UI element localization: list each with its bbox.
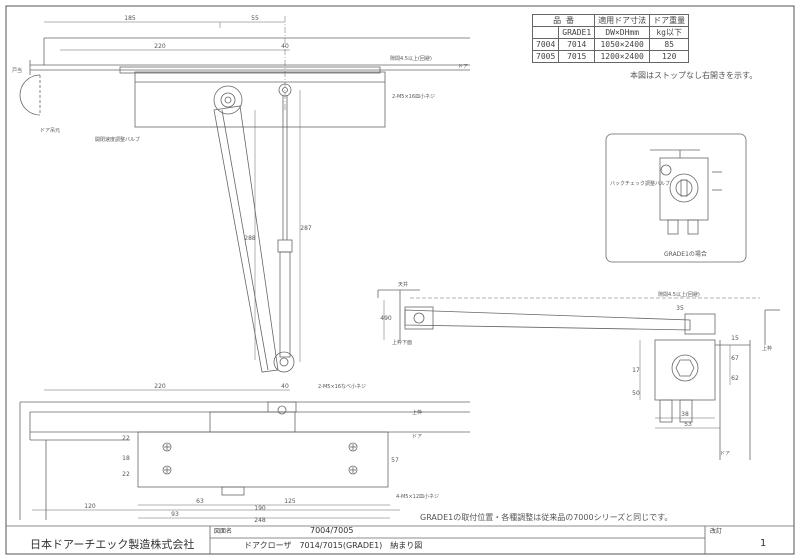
label-door-hinge: ドア吊元 xyxy=(40,128,60,134)
dim-38: 38 xyxy=(681,411,689,418)
dim-40a: 40 xyxy=(281,43,289,50)
label-frame-lower: 上枠下面 xyxy=(392,339,412,346)
spec-grade-col: GRADE1 xyxy=(558,26,596,39)
label-speed-valve: 開閉速度調整バルブ xyxy=(95,136,140,143)
dim-288: 288 xyxy=(244,235,256,242)
note-bottom: GRADE1の取付位置・各種調整は従来品の7000シリーズと同じです。 xyxy=(420,512,672,522)
dim-18: 18 xyxy=(122,455,130,462)
dim-67: 67 xyxy=(731,355,739,362)
dim-22a: 22 xyxy=(122,435,130,442)
label-ceiling: 天井 xyxy=(398,281,408,288)
product-line1: 7004/7005 xyxy=(310,526,354,535)
dim-220b: 220 xyxy=(154,383,166,390)
sheet-border xyxy=(5,5,795,555)
label-frame-side: 上枠 xyxy=(762,345,772,352)
spec-table: 品 番 適用ドア寸法 ドア重量 GRADE1 DW×DHmm kg以下 7004… xyxy=(531,14,690,63)
dim-15: 15 xyxy=(731,335,739,342)
callout-labels: 戸当 ドア吊元 開閉速度調整バルブ 2-M5×16皿小ネジ 隙間4.5以上(回避… xyxy=(12,55,772,500)
dim-17: 17 xyxy=(632,367,640,374)
label-screw-mid: 2-M5×16なべ小ネジ xyxy=(318,383,366,390)
label-screw-top: 2-M5×16皿小ネジ xyxy=(392,93,435,100)
dim-248: 248 xyxy=(254,517,266,524)
dim-120: 120 xyxy=(84,503,96,510)
spec-header-size-sub: DW×DHmm xyxy=(594,26,651,39)
label-door-mid: ドア xyxy=(412,434,422,440)
grade1-detail xyxy=(605,133,747,263)
label-frame-mid: 上枠 xyxy=(412,409,422,416)
company-name: 日本ドアーチエック製造株式会社 xyxy=(30,538,195,551)
dim-50: 50 xyxy=(632,390,640,397)
table-row: 7004 7014 1050×2400 85 xyxy=(531,38,690,51)
title-block: 日本ドアーチエック製造株式会社 図面名 7004/7005 ドアクローザ 701… xyxy=(0,524,800,560)
dim-125: 125 xyxy=(284,498,296,505)
dim-35: 35 xyxy=(676,305,684,312)
dim-57: 57 xyxy=(391,457,399,464)
label-detail-caption: GRADE1の場合 xyxy=(664,250,707,258)
title-block-lines xyxy=(6,525,794,554)
dim-63: 63 xyxy=(196,498,204,505)
label-door-top: ドア xyxy=(458,64,468,70)
spec-header-weight: ドア重量 xyxy=(649,14,690,27)
drawing-name-label: 図面名 xyxy=(214,528,233,535)
label-screw-bottom: 4-M5×12皿小ネジ xyxy=(396,493,439,500)
plan-view xyxy=(19,389,470,520)
dim-55: 55 xyxy=(251,15,259,22)
table-row: 7005 7015 1200×2400 120 xyxy=(531,50,690,63)
dim-93: 93 xyxy=(171,511,179,518)
dimension-labels: 185 55 220 40 288 287 220 40 120 63 190 … xyxy=(84,15,739,524)
label-gap-side: 隙間4.5以上(回避) xyxy=(658,291,700,298)
revision-label: 改訂 xyxy=(710,528,723,535)
label-detail-valve: バックチェック調整バルブ xyxy=(610,180,670,187)
dim-190: 190 xyxy=(254,505,266,512)
label-door-side: ドア xyxy=(720,451,730,457)
dim-62: 62 xyxy=(731,375,739,382)
sheet-number: 1 xyxy=(760,538,767,549)
dim-185: 185 xyxy=(124,15,136,22)
label-door-stop: 戸当 xyxy=(12,67,22,74)
top-view xyxy=(19,16,470,373)
note-right: 本図はストップなし右開きを示す。 xyxy=(630,70,757,80)
spec-header-item: 品 番 xyxy=(531,14,596,27)
label-gap-top: 隙間4.5以上(回避) xyxy=(390,55,432,62)
dim-490: 490 xyxy=(380,315,392,322)
dim-40b: 40 xyxy=(281,383,289,390)
dim-53: 53 xyxy=(684,421,692,428)
spec-header-weight-sub: kg以下 xyxy=(649,26,690,39)
dim-22b: 22 xyxy=(122,471,130,478)
dim-220a: 220 xyxy=(154,43,166,50)
dim-287: 287 xyxy=(300,225,312,232)
side-view xyxy=(377,289,780,460)
spec-header-size: 適用ドア寸法 xyxy=(594,14,651,27)
product-line2: ドアクローザ 7014/7015(GRADE1) 納まり図 xyxy=(244,541,423,550)
